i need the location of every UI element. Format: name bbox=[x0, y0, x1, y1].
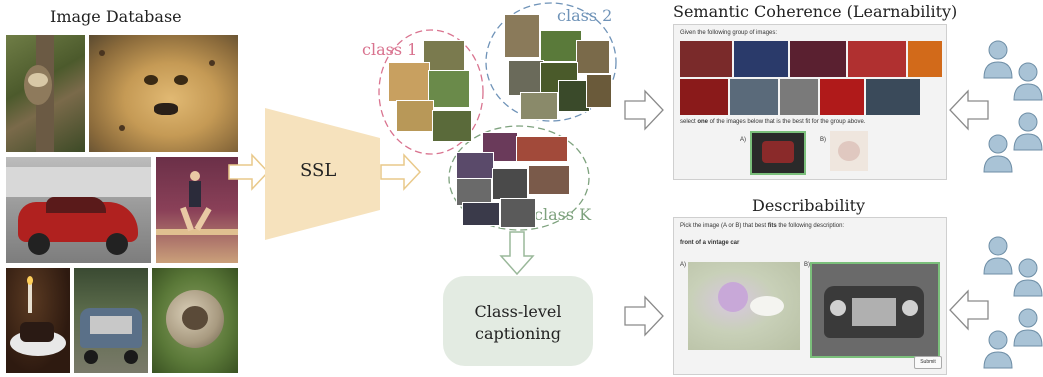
option-b-image[interactable] bbox=[810, 262, 940, 358]
semantic-coherence-title: Semantic Coherence (Learnability) bbox=[673, 2, 958, 21]
classK-label: class K bbox=[534, 205, 592, 224]
sloth-photo bbox=[6, 35, 85, 152]
hollow-arrow-icon bbox=[624, 295, 664, 337]
thumbnail bbox=[576, 40, 610, 74]
submit-button[interactable]: Submit bbox=[914, 356, 942, 369]
wasp-nest-photo bbox=[152, 268, 238, 373]
thumbnail bbox=[456, 152, 494, 180]
person-icon bbox=[983, 134, 1013, 173]
option-a-label: A) bbox=[680, 262, 686, 268]
group-image bbox=[680, 79, 728, 115]
thumbnail bbox=[428, 70, 470, 108]
thumbnail bbox=[482, 132, 518, 162]
captioning-label-line1: Class-level bbox=[474, 302, 562, 321]
group-image bbox=[680, 41, 732, 77]
describability-panel: Pick the image (A or B) that best fits t… bbox=[673, 217, 947, 375]
option-a-label: A) bbox=[740, 137, 746, 143]
red-car-photo bbox=[6, 157, 151, 263]
group-image bbox=[866, 79, 920, 115]
option-b-image[interactable] bbox=[830, 131, 868, 171]
hollow-arrow-icon bbox=[949, 289, 989, 331]
hollow-arrow-icon bbox=[499, 231, 535, 276]
option-b-label: B) bbox=[820, 137, 826, 143]
thumbnail bbox=[520, 92, 558, 120]
thumbnail bbox=[432, 110, 472, 142]
class2-label: class 2 bbox=[557, 6, 613, 25]
option-a-image[interactable] bbox=[688, 262, 800, 350]
thumbnail bbox=[500, 198, 536, 228]
group-image bbox=[908, 41, 942, 77]
person-icon bbox=[983, 40, 1013, 79]
option-b-label: B) bbox=[804, 262, 810, 268]
semantic-coherence-panel: Given the following group of images: sel… bbox=[673, 24, 947, 180]
class1-cluster bbox=[378, 29, 484, 155]
group-image bbox=[790, 41, 846, 77]
semantic-select-instruction: select one of the images below that is t… bbox=[680, 119, 866, 125]
describability-title: Describability bbox=[752, 196, 866, 215]
cheetah-photo bbox=[89, 35, 238, 152]
person-icon bbox=[1013, 62, 1043, 101]
semantic-prompt: Given the following group of images: bbox=[680, 30, 778, 36]
thumbnail bbox=[396, 100, 434, 132]
captioning-label-line2: captioning bbox=[475, 324, 561, 343]
person-icon bbox=[983, 330, 1013, 369]
group-image bbox=[730, 79, 778, 115]
person-icon bbox=[983, 236, 1013, 275]
hollow-arrow-icon bbox=[380, 153, 422, 191]
thumbnail bbox=[456, 178, 492, 206]
thumbnail bbox=[528, 165, 570, 195]
group-image bbox=[780, 79, 818, 115]
classK-cluster bbox=[448, 125, 590, 231]
thumbnail bbox=[586, 74, 612, 108]
group-image bbox=[734, 41, 788, 77]
thumbnail bbox=[558, 80, 590, 112]
group-image bbox=[848, 41, 906, 77]
option-a-image[interactable] bbox=[750, 131, 806, 175]
thumbnail bbox=[540, 30, 582, 62]
person-icon bbox=[1013, 258, 1043, 297]
cake-photo bbox=[6, 268, 70, 373]
thumbnail bbox=[492, 168, 528, 200]
hollow-arrow-icon bbox=[949, 89, 989, 131]
thumbnail bbox=[462, 202, 500, 226]
vintage-truck-photo bbox=[74, 268, 148, 373]
thumbnail bbox=[504, 14, 540, 58]
describability-prompt: Pick the image (A or B) that best fits t… bbox=[680, 223, 845, 229]
class1-label: class 1 bbox=[362, 40, 418, 59]
gymnast-photo bbox=[156, 157, 238, 263]
ssl-block bbox=[265, 108, 380, 240]
description-text: front of a vintage car bbox=[680, 240, 740, 246]
class2-cluster bbox=[485, 2, 617, 122]
hollow-arrow-icon bbox=[624, 89, 664, 131]
ssl-label: SSL bbox=[300, 160, 337, 181]
image-database-title: Image Database bbox=[50, 7, 182, 26]
person-icon bbox=[1013, 308, 1043, 347]
person-icon bbox=[1013, 112, 1043, 151]
class-level-captioning-box: Class-level captioning bbox=[443, 276, 593, 366]
hollow-arrow-icon bbox=[228, 153, 270, 191]
thumbnail bbox=[516, 136, 568, 162]
group-image bbox=[820, 79, 864, 115]
thumbnail bbox=[423, 40, 465, 72]
